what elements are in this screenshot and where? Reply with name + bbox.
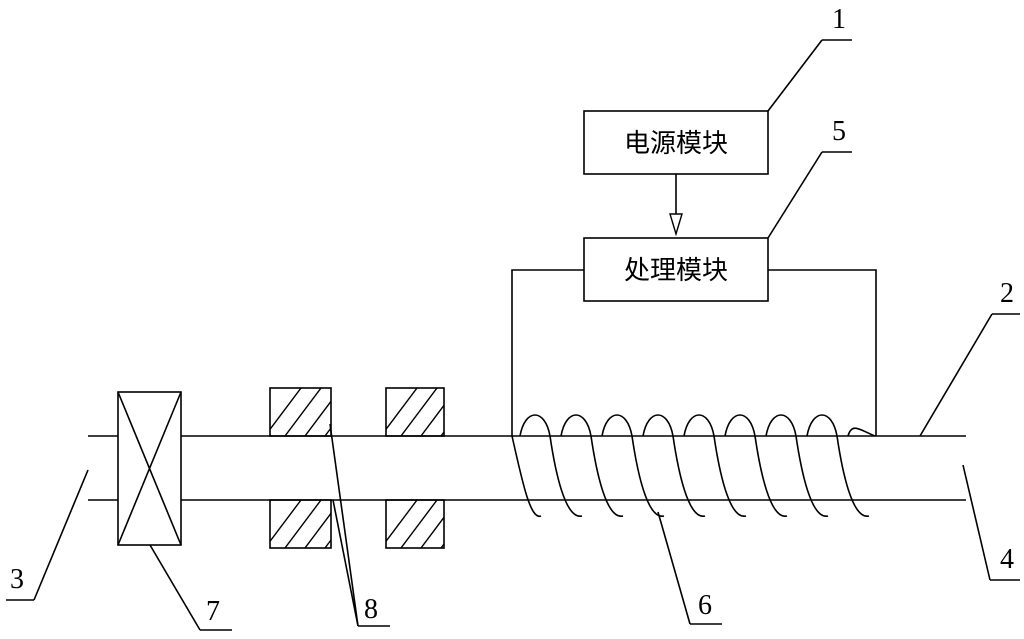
label-8: 8 (364, 594, 378, 625)
label-2: 2 (1000, 278, 1014, 309)
wires (511, 269, 877, 436)
coil (511, 414, 876, 517)
magnet-left (269, 387, 332, 549)
pipe (88, 435, 966, 501)
label-6: 6 (698, 590, 712, 621)
label-1: 1 (832, 4, 846, 35)
magnet-right (385, 387, 445, 549)
power-module: 电源模块 (583, 110, 769, 175)
valve-element (117, 391, 182, 546)
label-4: 4 (1000, 544, 1014, 575)
label-7: 7 (206, 596, 220, 627)
label-5: 5 (832, 116, 846, 147)
processing-module-label: 处理模块 (624, 256, 728, 286)
power-module-label: 电源模块 (624, 129, 728, 159)
processing-module: 处理模块 (583, 237, 769, 302)
leader-lines (6, 39, 1020, 631)
label-3: 3 (10, 564, 24, 595)
arrow (669, 174, 683, 237)
